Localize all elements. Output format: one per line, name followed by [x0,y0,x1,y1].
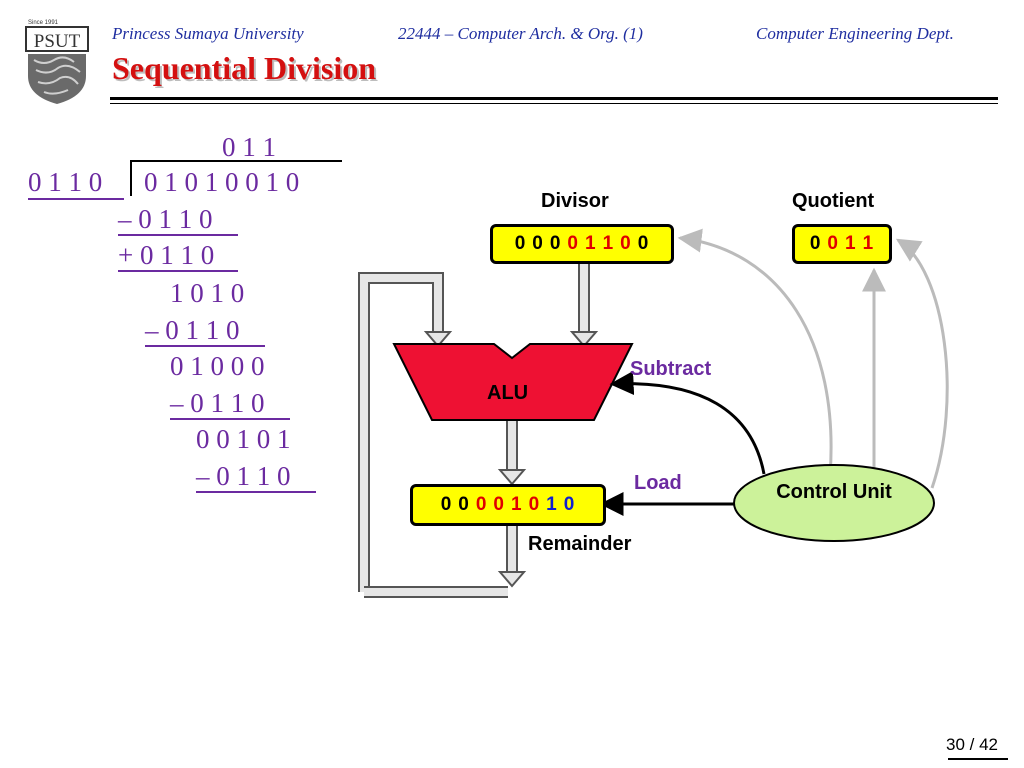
control-unit-block [733,464,935,542]
remainder-digit: 1 [511,494,523,515]
quotient-digit: 1 [862,233,875,254]
alu-block [392,343,634,421]
step-8: – 0 1 1 0 [196,461,291,491]
step-1-underline [118,234,238,236]
remainder-digit: 0 [458,494,470,515]
division-bracket [130,160,132,196]
divisor-digit: 1 [602,233,615,254]
divisor-digit: 1 [585,233,597,254]
psut-logo: Since 1991 PSUT [24,16,92,106]
step-8-underline [196,491,316,493]
subtract-signal [609,371,766,475]
remainder-digit: 0 [563,494,576,515]
logo-since: Since 1991 [28,20,59,26]
feedback-path [358,272,508,598]
remainder-digit: 0 [493,494,505,515]
quotient-digit: 0 [809,233,822,254]
step-2: + 0 1 1 0 [118,240,215,270]
divisor-value: 0 1 1 0 [28,167,103,197]
page-number: 30 / 42 [946,735,998,754]
step-7: 0 0 1 0 1 [196,424,291,454]
header-course: 22444 – Computer Arch. & Org. (1) [398,24,643,43]
logo-emblem-icon: Since 1991 PSUT [25,20,89,104]
remainder-label: Remainder [528,533,632,555]
header-university: Princess Sumaya University [112,24,304,43]
remainder-output-arrow [497,526,527,588]
step-6-underline [170,418,290,420]
logo-text: PSUT [34,31,81,52]
quotient-shift-signal [895,238,949,489]
division-bar [130,160,342,162]
divisor-digit: 0 [567,233,579,254]
divisor-digit: 0 [549,233,562,254]
step-4: – 0 1 1 0 [145,315,240,345]
header-rule [110,97,998,100]
remainder-digit: 1 [546,494,558,515]
load-label: Load [634,472,682,494]
divisor-underline [28,198,124,200]
quotient-digit: 1 [845,233,857,254]
divisor-shift-signal [677,228,833,477]
divisor-digit: 0 [514,233,527,254]
slide-title: Sequential Division [112,50,377,86]
remainder-digit: 0 [528,494,541,515]
remainder-digit: 0 [475,494,488,515]
alu-to-remainder-arrow [497,420,527,486]
control-unit-label: Control Unit [776,481,892,503]
alu-label: ALU [487,382,529,404]
remainder-digit: 0 [440,494,453,515]
divisor-label: Divisor [541,190,609,212]
divisor-to-alu-arrow [569,262,599,348]
step-5: 0 1 0 0 0 [170,351,265,381]
quotient-digit: 0 [827,233,839,254]
step-4-underline [145,345,265,347]
page-number-line [948,758,1008,760]
quotient-label: Quotient [792,190,875,212]
divisor-digit: 0 [637,233,650,254]
step-1: – 0 1 1 0 [118,204,213,234]
subtract-label: Subtract [630,358,712,380]
step-6: – 0 1 1 0 [170,388,265,418]
dividend-value: 0 1 0 1 0 0 1 0 [144,167,300,197]
step-2-underline [118,270,238,272]
quotient-value: 0 1 1 [222,132,276,162]
divisor-digit: 0 [532,233,544,254]
step-3: 1 0 1 0 [170,278,245,308]
header-rule-thin [110,103,998,104]
header-department: Computer Engineering Dept. [756,24,954,43]
divisor-digit: 0 [620,233,632,254]
